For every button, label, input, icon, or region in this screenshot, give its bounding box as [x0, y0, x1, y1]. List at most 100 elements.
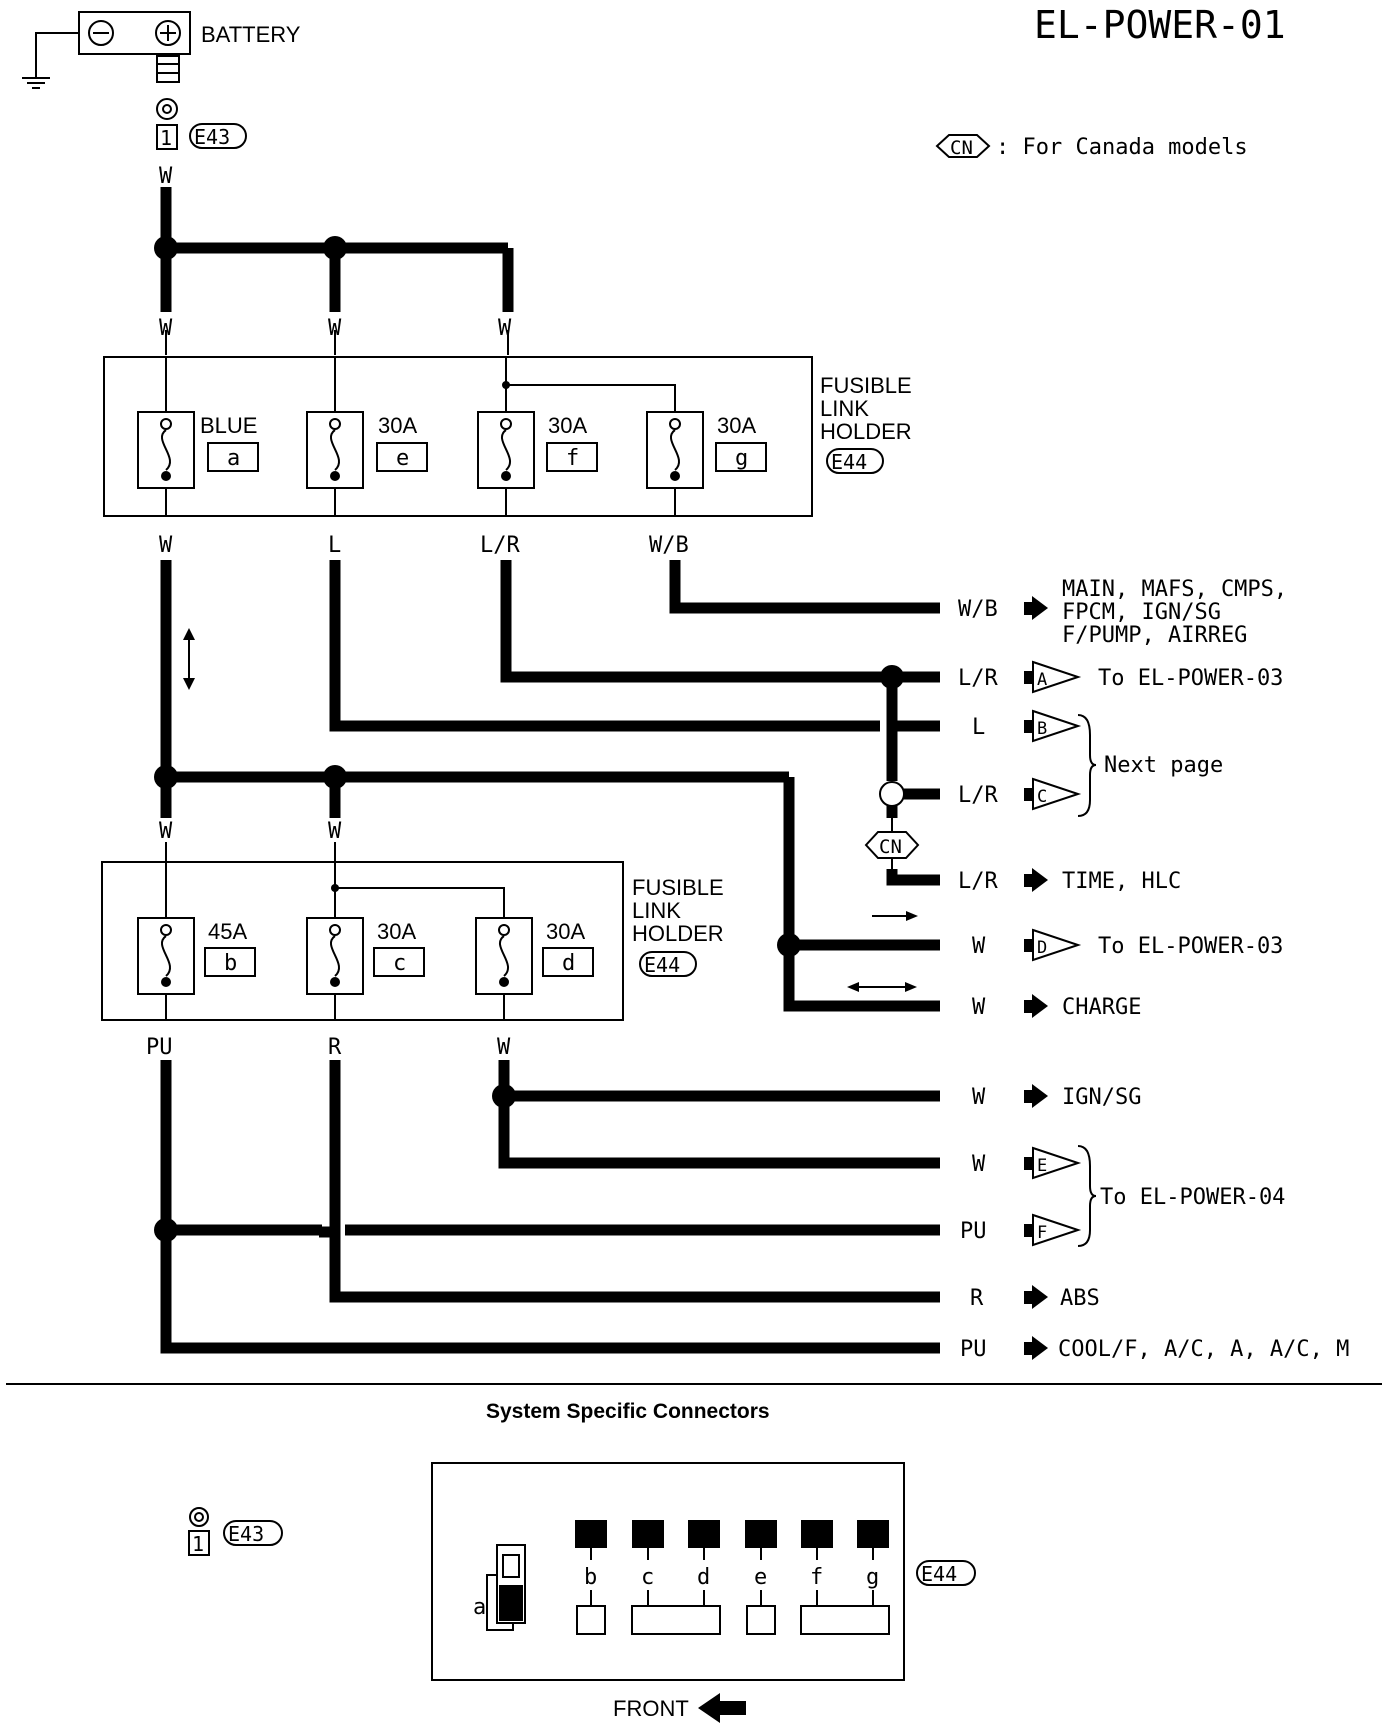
terminal-a-label: a: [473, 1595, 486, 1620]
brace-label-el-power-04: To EL-POWER-04: [1100, 1185, 1285, 1210]
wire-color: W: [498, 316, 512, 341]
fuse-c-rating: 30A: [377, 919, 416, 944]
terminal-label: c: [641, 1565, 654, 1590]
fuse-a-id: a: [227, 446, 240, 471]
output-wire-color: W: [972, 1152, 986, 1177]
battery-wire-color: W: [159, 164, 173, 189]
wire-color: W: [159, 533, 173, 558]
e43-connector-view: 1 E43: [188, 1507, 283, 1556]
e43-connector: E43: [194, 125, 230, 149]
output-row: L B: [972, 709, 1082, 743]
battery-label: BATTERY: [201, 22, 301, 47]
splice-dot: [323, 236, 347, 260]
fuse-e: [306, 411, 364, 516]
holder1-title-1: FUSIBLE: [820, 373, 912, 398]
fuse-b-rating: 45A: [208, 919, 247, 944]
wire-color: W/B: [649, 533, 689, 558]
fuse-g-rating: 30A: [717, 413, 756, 438]
output-dest: To EL-POWER-03: [1098, 666, 1283, 691]
brace: [1077, 1145, 1097, 1247]
holder1-title-3: HOLDER: [820, 419, 912, 444]
fuse-f-id: f: [566, 446, 579, 471]
connector-letter: D: [1037, 938, 1047, 958]
output-dest: ABS: [1060, 1286, 1100, 1311]
front-label: FRONT: [613, 1696, 689, 1721]
fuse-d-id: d: [562, 951, 575, 976]
connector-letter: F: [1037, 1223, 1047, 1243]
output-wire-color: L/R: [958, 666, 998, 691]
fuse-f-rating: 30A: [548, 413, 587, 438]
holder2-connector: E44: [644, 953, 680, 977]
connector-letter: B: [1037, 719, 1047, 739]
brace-label-next-page: Next page: [1104, 753, 1223, 778]
canada-badge: CN: [864, 831, 920, 859]
lower-wires: [160, 1060, 940, 1354]
output-wire-color: L: [972, 715, 985, 740]
wire-color: W: [497, 1035, 511, 1060]
wire-color: W: [328, 316, 342, 341]
splice-open: [879, 781, 905, 807]
e44-view-connector: E44: [921, 1562, 957, 1586]
terminal-label: b: [584, 1565, 597, 1590]
output-row: L/R C: [958, 777, 1082, 811]
fuse-b: [137, 917, 195, 1020]
mid-wires: [160, 560, 940, 1012]
output-row: PU COOL/F, A/C, A, A/C, M: [960, 1336, 1349, 1362]
wire-color: W: [159, 316, 173, 341]
terminal-a: a: [473, 1544, 526, 1631]
e43-terminal: 1 E43: [156, 98, 247, 150]
fuse-d-rating: 30A: [546, 919, 585, 944]
output-dest: CHARGE: [1062, 995, 1141, 1020]
output-dest: IGN/SG: [1062, 1085, 1141, 1110]
output-wire-color: L/R: [958, 869, 998, 894]
wire-color: L/R: [480, 533, 520, 558]
output-wire-color: L/R: [958, 783, 998, 808]
fuse-f: [477, 411, 535, 516]
output-wire-color: PU: [960, 1337, 987, 1362]
output-row: W CHARGE: [972, 994, 1141, 1020]
fuse-a: [137, 411, 195, 516]
output-row: W E: [972, 1146, 1082, 1180]
connector-letter: A: [1037, 670, 1047, 690]
fuse-g-id: g: [735, 446, 748, 471]
terminal-label: f: [810, 1565, 823, 1590]
canada-legend: CN : For Canada models: [935, 134, 1248, 160]
output-row: L/R A To EL-POWER-03: [958, 660, 1283, 694]
e43-view-connector: E43: [228, 1522, 264, 1546]
output-row: R ABS: [970, 1285, 1100, 1311]
top-terminals: [575, 1520, 889, 1560]
fusible-link-holder-1: [103, 356, 813, 517]
splice-dot: [154, 765, 178, 789]
fuse-g: [646, 411, 704, 516]
fuse-e-rating: 30A: [378, 413, 417, 438]
output-row: W/B MAIN, MAFS, CMPS, FPCM, IGN/SG F/PUM…: [958, 577, 1287, 648]
holder1-connector: E44: [831, 450, 867, 474]
legend-text: : For Canada models: [996, 135, 1248, 160]
front-arrow-icon: [698, 1693, 746, 1723]
splice-dot: [492, 1084, 516, 1108]
e43-view-pin: 1: [192, 1532, 204, 1556]
holder2-title-1: FUSIBLE: [632, 875, 724, 900]
holder2-title-3: HOLDER: [632, 921, 724, 946]
e43-pin: 1: [160, 126, 172, 150]
output-dest: F/PUMP, AIRREG: [1062, 623, 1247, 648]
output-dest: COOL/F, A/C, A, A/C, M: [1058, 1337, 1349, 1362]
wire-color: PU: [146, 1035, 173, 1060]
terminal-label: e: [754, 1565, 767, 1590]
wire-color: R: [328, 1035, 342, 1060]
wire-color: L: [328, 533, 341, 558]
output-wire-color: W: [972, 995, 986, 1020]
output-wire-color: W/B: [958, 597, 998, 622]
terminal-label: d: [697, 1565, 710, 1590]
splice-dot: [880, 665, 904, 689]
output-dest: TIME, HLC: [1062, 869, 1181, 894]
battery: BATTERY: [22, 11, 301, 89]
brace: [1077, 714, 1097, 817]
legend-badge: CN: [950, 137, 973, 159]
wire-color: W: [159, 819, 173, 844]
output-row: W D To EL-POWER-03: [972, 928, 1283, 962]
splice-dot: [323, 765, 347, 789]
fusible-link-holder-2: [101, 842, 624, 1021]
output-wire-color: W: [972, 1085, 986, 1110]
